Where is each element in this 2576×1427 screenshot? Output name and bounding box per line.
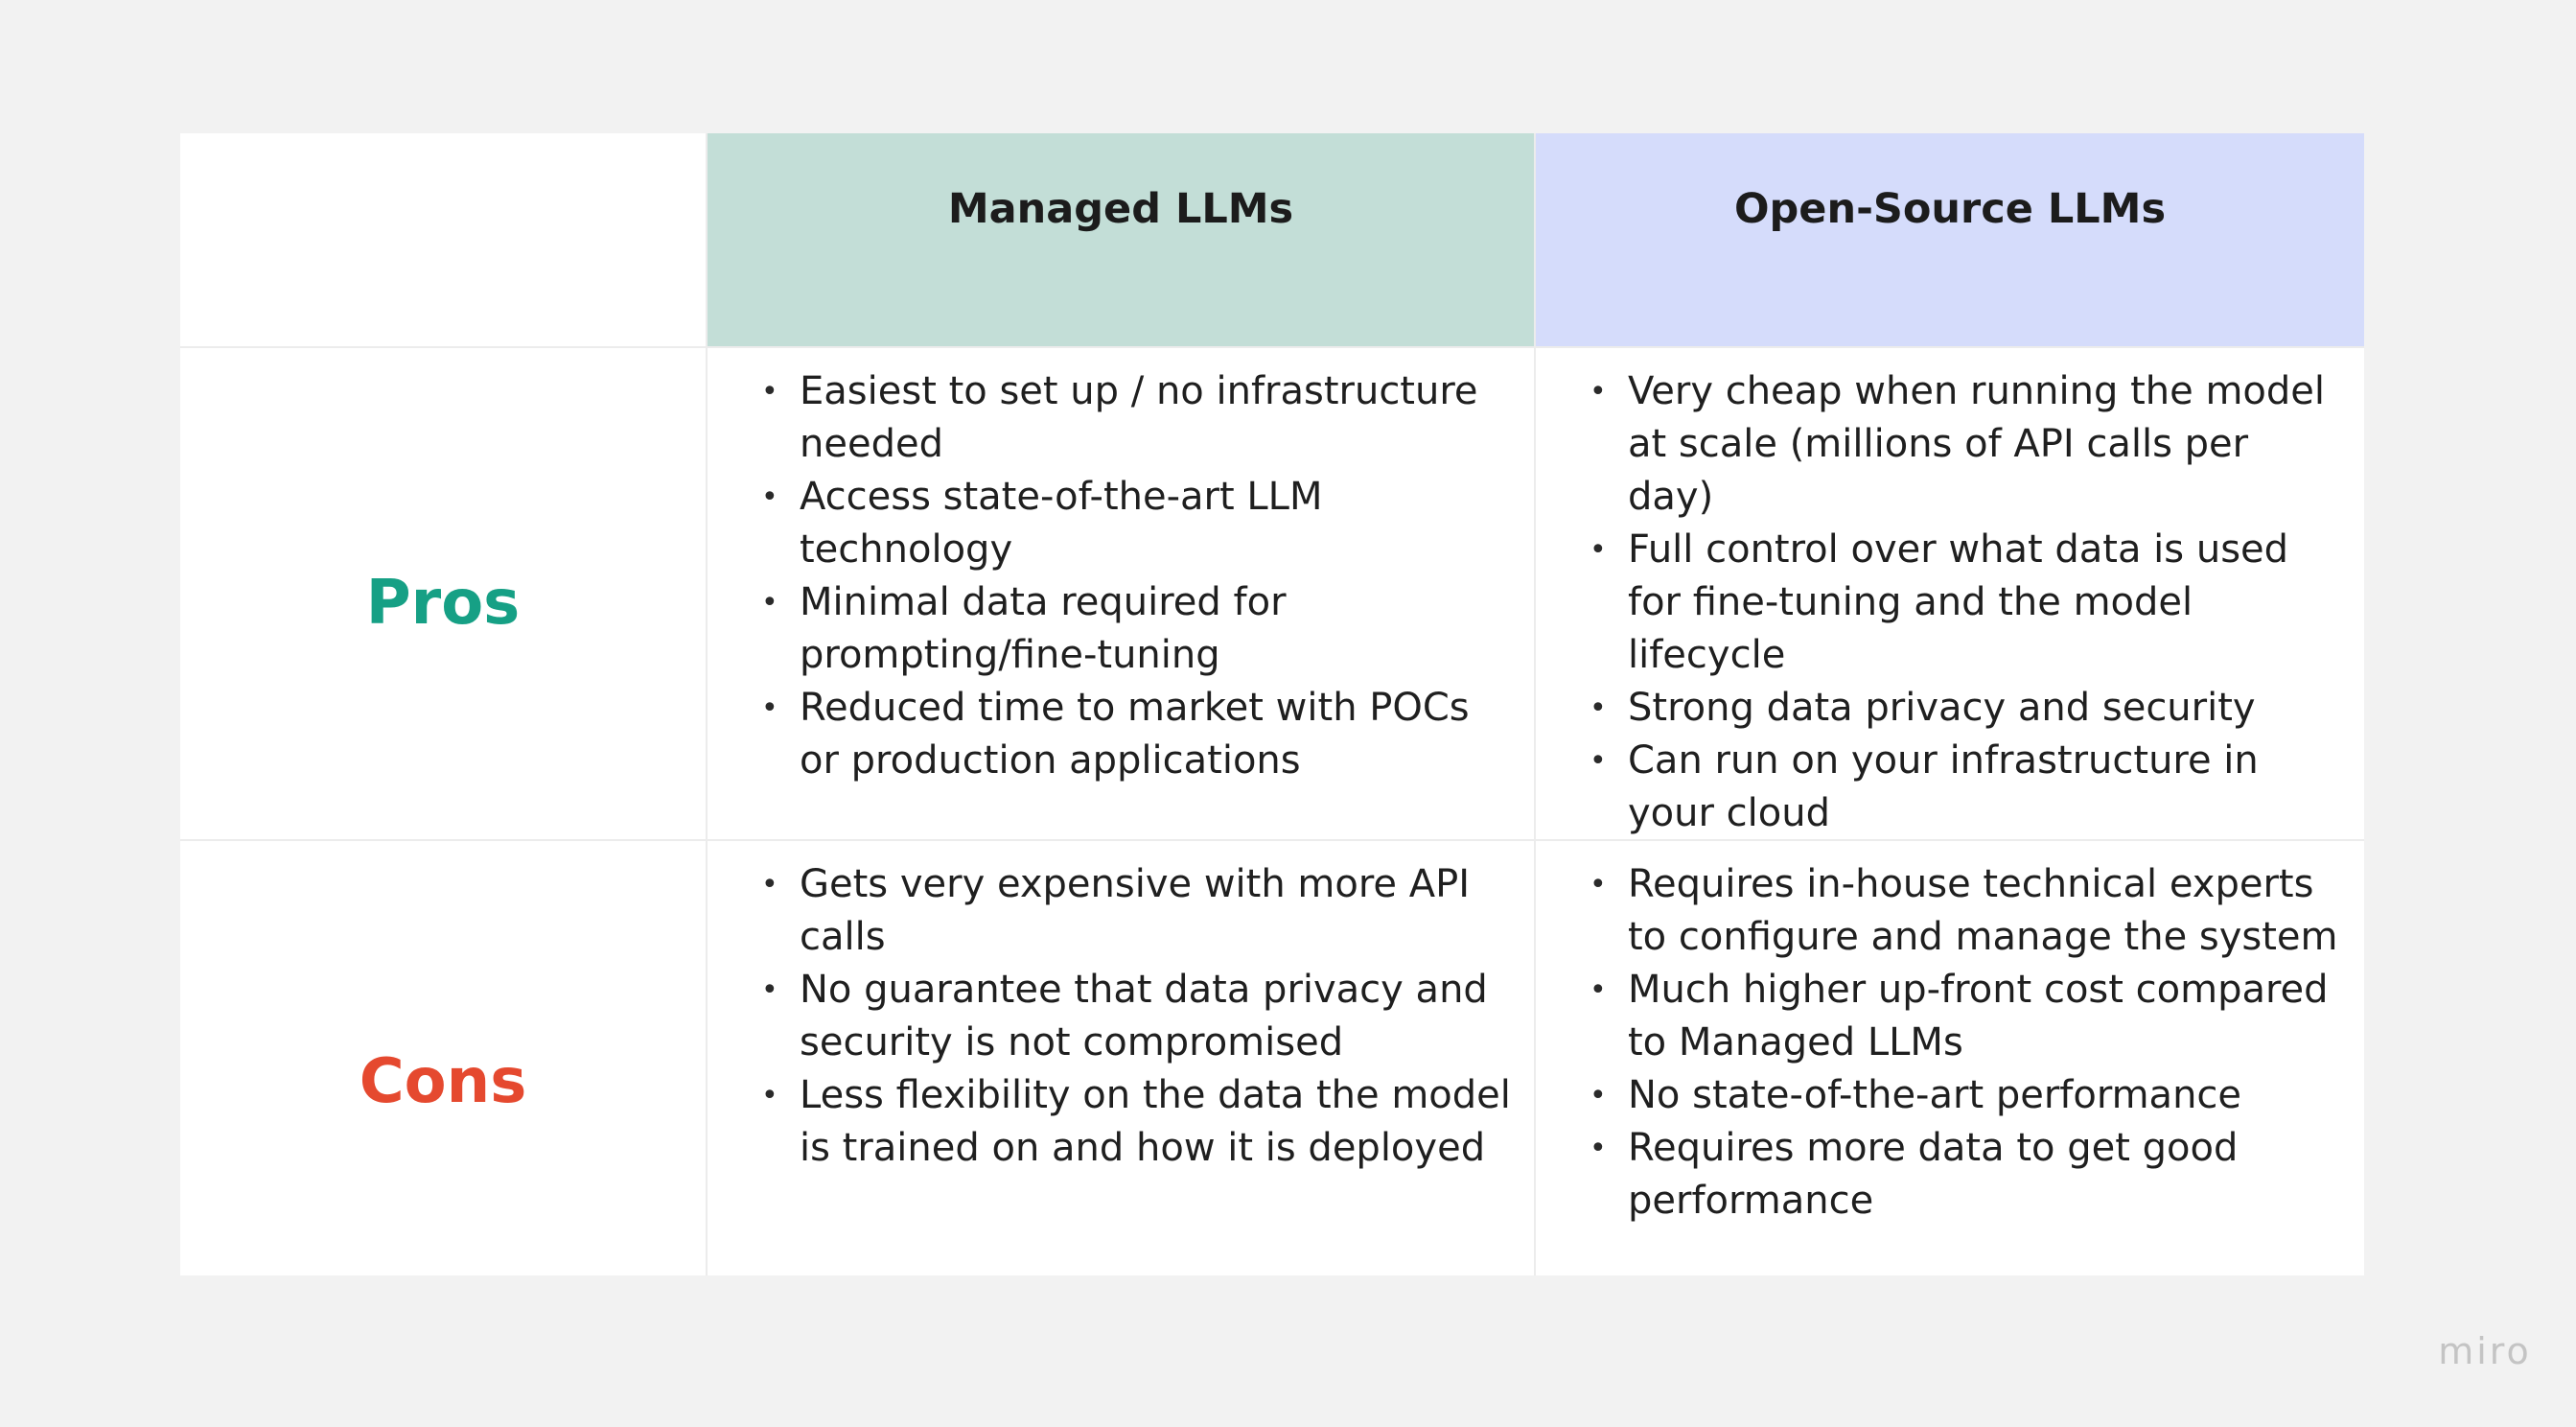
bullet-icon: • (761, 375, 778, 409)
list-item: •Less flexibility on the data the model … (708, 1069, 1515, 1175)
row-label-cell-cons: Cons (180, 841, 708, 1275)
bullet-icon: • (1590, 375, 1607, 409)
pros-managed-cell: •Easiest to set up / no infrastructure n… (708, 348, 1536, 841)
column-title-open-source: Open-Source LLMs (1733, 185, 2167, 233)
bullet-icon: • (761, 691, 778, 725)
list-item: •No state-of-the-art performance (1536, 1069, 2345, 1122)
bullet-icon: • (1590, 533, 1607, 567)
cons-open-source-cell: •Requires in-house technical experts to … (1536, 841, 2364, 1275)
bullet-icon: • (1590, 744, 1607, 778)
cons-open-source-list: •Requires in-house technical experts to … (1536, 841, 2364, 1228)
bullet-icon: • (1590, 691, 1607, 725)
row-label-pros: Pros (365, 568, 521, 639)
list-item: •Requires more data to get good performa… (1536, 1122, 2345, 1228)
list-item: •No guarantee that data privacy and secu… (708, 964, 1515, 1069)
row-label-cell-pros: Pros (180, 348, 708, 841)
bullet-icon: • (761, 973, 778, 1007)
pros-open-source-cell: •Very cheap when running the model at sc… (1536, 348, 2364, 841)
cons-managed-list: •Gets very expensive with more API calls… (708, 841, 1534, 1175)
row-label-cons: Cons (359, 1045, 527, 1117)
bullet-icon: • (1590, 1132, 1607, 1165)
list-item: •Easiest to set up / no infrastructure n… (708, 365, 1515, 471)
list-item: •Very cheap when running the model at sc… (1536, 365, 2345, 524)
bullet-icon: • (1590, 973, 1607, 1007)
list-item: •Reduced time to market with POCs or pro… (708, 682, 1515, 787)
list-item: •Gets very expensive with more API calls (708, 858, 1515, 964)
column-title-managed: Managed LLMs (947, 185, 1294, 233)
empty-corner-cell (180, 133, 708, 348)
bullet-icon: • (761, 1079, 778, 1112)
list-item: •Can run on your infrastructure in your … (1536, 735, 2345, 840)
list-item: •Strong data privacy and security (1536, 682, 2345, 735)
pros-managed-list: •Easiest to set up / no infrastructure n… (708, 348, 1534, 787)
bullet-icon: • (761, 868, 778, 901)
list-item: •Much higher up-front cost compared to M… (1536, 964, 2345, 1069)
column-header-open-source: Open-Source LLMs (1536, 133, 2364, 348)
cons-managed-cell: •Gets very expensive with more API calls… (708, 841, 1536, 1275)
bullet-icon: • (1590, 868, 1607, 901)
list-item: •Full control over what data is used for… (1536, 524, 2345, 682)
list-item: •Minimal data required for prompting/fin… (708, 576, 1515, 682)
bullet-icon: • (761, 480, 778, 514)
bullet-icon: • (761, 586, 778, 620)
list-item: •Access state-of-the-art LLM technology (708, 471, 1515, 576)
bullet-icon: • (1590, 1079, 1607, 1112)
column-header-managed: Managed LLMs (708, 133, 1536, 348)
pros-open-source-list: •Very cheap when running the model at sc… (1536, 348, 2364, 840)
comparison-table: Managed LLMs Open-Source LLMs Pros •Easi… (180, 133, 2364, 1275)
list-item: •Requires in-house technical experts to … (1536, 858, 2345, 964)
miro-logo: miro (2438, 1330, 2532, 1372)
